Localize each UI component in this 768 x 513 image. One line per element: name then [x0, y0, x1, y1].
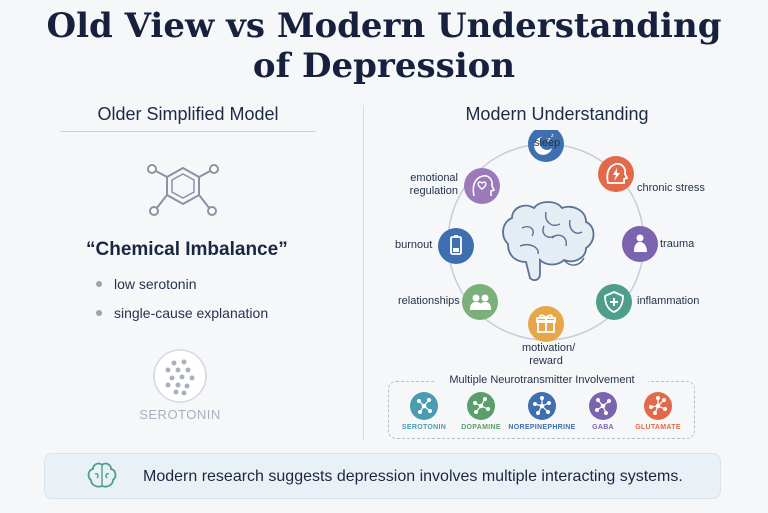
- serotonin-molecules-icon: [153, 349, 207, 403]
- neuro-item-serotonin: SEROTONIN: [389, 392, 459, 431]
- node-label-relationships: relationships: [398, 295, 460, 307]
- relationships-node: [462, 284, 498, 320]
- norepinephrine-network-icon: [528, 392, 556, 420]
- neuro-item-norepinephrine: NOREPINEPHRINE: [507, 392, 577, 431]
- dopamine-network-icon: [467, 392, 495, 420]
- neuro-label: GLUTAMATE: [635, 424, 681, 431]
- inflammation-node: [596, 284, 632, 320]
- shield-cross-icon: [604, 291, 624, 313]
- sitting-person-icon: [634, 234, 647, 252]
- title-line-2: of Depression: [252, 46, 516, 86]
- brain-icon: [502, 201, 595, 281]
- neuro-item-glutamate: GLUTAMATE: [623, 392, 693, 431]
- column-divider: [363, 105, 364, 440]
- chronic-stress-node: [598, 156, 634, 192]
- bullet-item: low serotonin: [96, 276, 197, 292]
- older-model-rule: [60, 131, 316, 132]
- gaba-network-icon: [589, 392, 617, 420]
- bullet-item: single-cause explanation: [96, 305, 268, 321]
- neuro-label: NOREPINEPHRINE: [508, 424, 576, 431]
- node-label-emotional-regulation: emotional regulation: [409, 172, 458, 197]
- serotonin-label: SEROTONIN: [139, 407, 221, 422]
- bullet-text: low serotonin: [114, 276, 197, 292]
- summary-banner: Modern research suggests depression invo…: [44, 453, 721, 499]
- serotonin-network-icon: [410, 392, 438, 420]
- trauma-node: [622, 226, 658, 262]
- svg-text:z: z: [551, 133, 554, 139]
- glutamate-network-icon: [644, 392, 672, 420]
- title-line-1: Old View vs Modern Understanding: [46, 6, 722, 46]
- node-label-motivation: motivation/ reward: [522, 342, 576, 367]
- low-battery-icon: [450, 235, 462, 255]
- motivation-node: [528, 306, 564, 342]
- neurotransmitter-title: Multiple Neurotransmitter Involvement: [436, 374, 648, 386]
- neuro-item-gaba: GABA: [568, 392, 638, 431]
- chemical-imbalance-title: “Chemical Imbalance”: [86, 239, 288, 260]
- node-label-sleep: sleep: [534, 137, 561, 149]
- neuro-label: SEROTONIN: [401, 424, 447, 431]
- bullet-text: single-cause explanation: [114, 305, 269, 321]
- node-label-trauma: trauma: [660, 238, 695, 250]
- neuro-label: GABA: [592, 424, 614, 431]
- molecule-icon: [147, 164, 219, 216]
- neuro-label: DOPAMINE: [461, 424, 501, 431]
- page-title: Old View vs Modern Understanding of Depr…: [0, 6, 768, 86]
- node-label-inflammation: inflammation: [637, 295, 700, 307]
- summary-text: Modern research suggests depression invo…: [143, 468, 683, 485]
- node-label-chronic-stress: chronic stress: [637, 182, 705, 194]
- burnout-node: [438, 228, 474, 264]
- brain-icon: [87, 462, 117, 488]
- bullet-dot: [96, 310, 102, 316]
- sleep-node: z z: [528, 130, 564, 162]
- heart-head-icon: [472, 175, 496, 197]
- modern-understanding-heading: Modern Understanding: [465, 104, 649, 124]
- moon-sleep-icon: [534, 137, 552, 155]
- emotional-regulation-node: [464, 168, 500, 204]
- lightning-icon: [613, 168, 620, 181]
- neuro-item-dopamine: DOPAMINE: [446, 392, 516, 431]
- svg-text:z: z: [547, 136, 551, 144]
- node-label-burnout: burnout: [395, 239, 433, 251]
- systems-diagram: z z: [438, 130, 658, 342]
- people-icon: [470, 294, 491, 310]
- older-model-heading: Older Simplified Model: [97, 104, 279, 124]
- bullet-dot: [96, 281, 102, 287]
- gift-icon: [536, 314, 556, 333]
